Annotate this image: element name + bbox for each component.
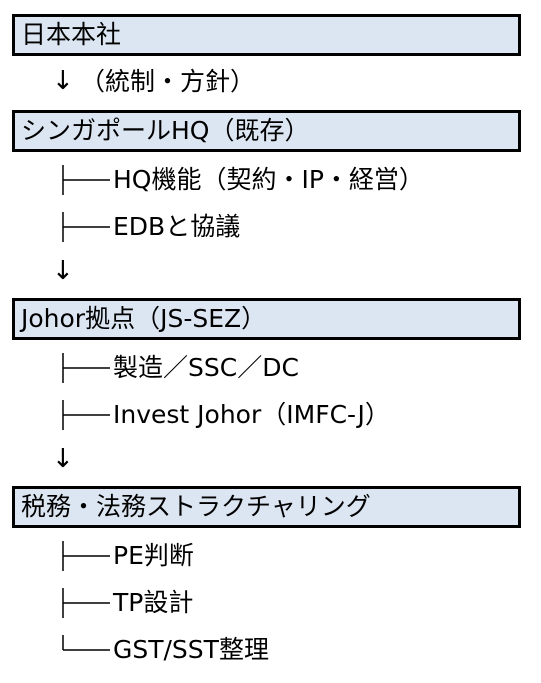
tree-branch-icon: [62, 400, 112, 430]
tree-branch-icon: [62, 165, 112, 195]
node-japan-hq: 日本本社: [12, 14, 521, 56]
child-item: 製造／SSC／DC: [113, 353, 299, 382]
tree-branch-icon: [62, 353, 112, 383]
child-item: TP設計: [113, 588, 194, 617]
node-johor-base: Johor拠点（JS-SEZ）: [12, 298, 521, 340]
node-title: シンガポールHQ（既存）: [21, 116, 310, 145]
tree-branch-end-icon: [62, 635, 112, 665]
child-item: Invest Johor（IMFC-J）: [113, 400, 390, 429]
down-arrow-icon: ↓: [52, 66, 74, 96]
down-arrow-icon: ↓: [52, 256, 74, 286]
node-title: 税務・法務ストラクチャリング: [21, 492, 371, 521]
child-item: HQ機能（契約・IP・経営）: [113, 165, 424, 194]
child-item: EDBと協議: [113, 212, 241, 241]
node-title: 日本本社: [21, 20, 122, 49]
connector-label: （統制・方針）: [80, 67, 256, 96]
child-item: GST/SST整理: [113, 635, 269, 664]
node-title: Johor拠点（JS-SEZ）: [21, 304, 267, 333]
node-singapore-hq: シンガポールHQ（既存）: [12, 110, 521, 152]
node-tax-legal: 税務・法務ストラクチャリング: [12, 486, 521, 528]
tree-branch-icon: [62, 212, 112, 242]
tree-branch-icon: [62, 588, 112, 618]
child-item: PE判断: [113, 541, 194, 570]
down-arrow-icon: ↓: [52, 444, 74, 474]
tree-branch-icon: [62, 541, 112, 571]
